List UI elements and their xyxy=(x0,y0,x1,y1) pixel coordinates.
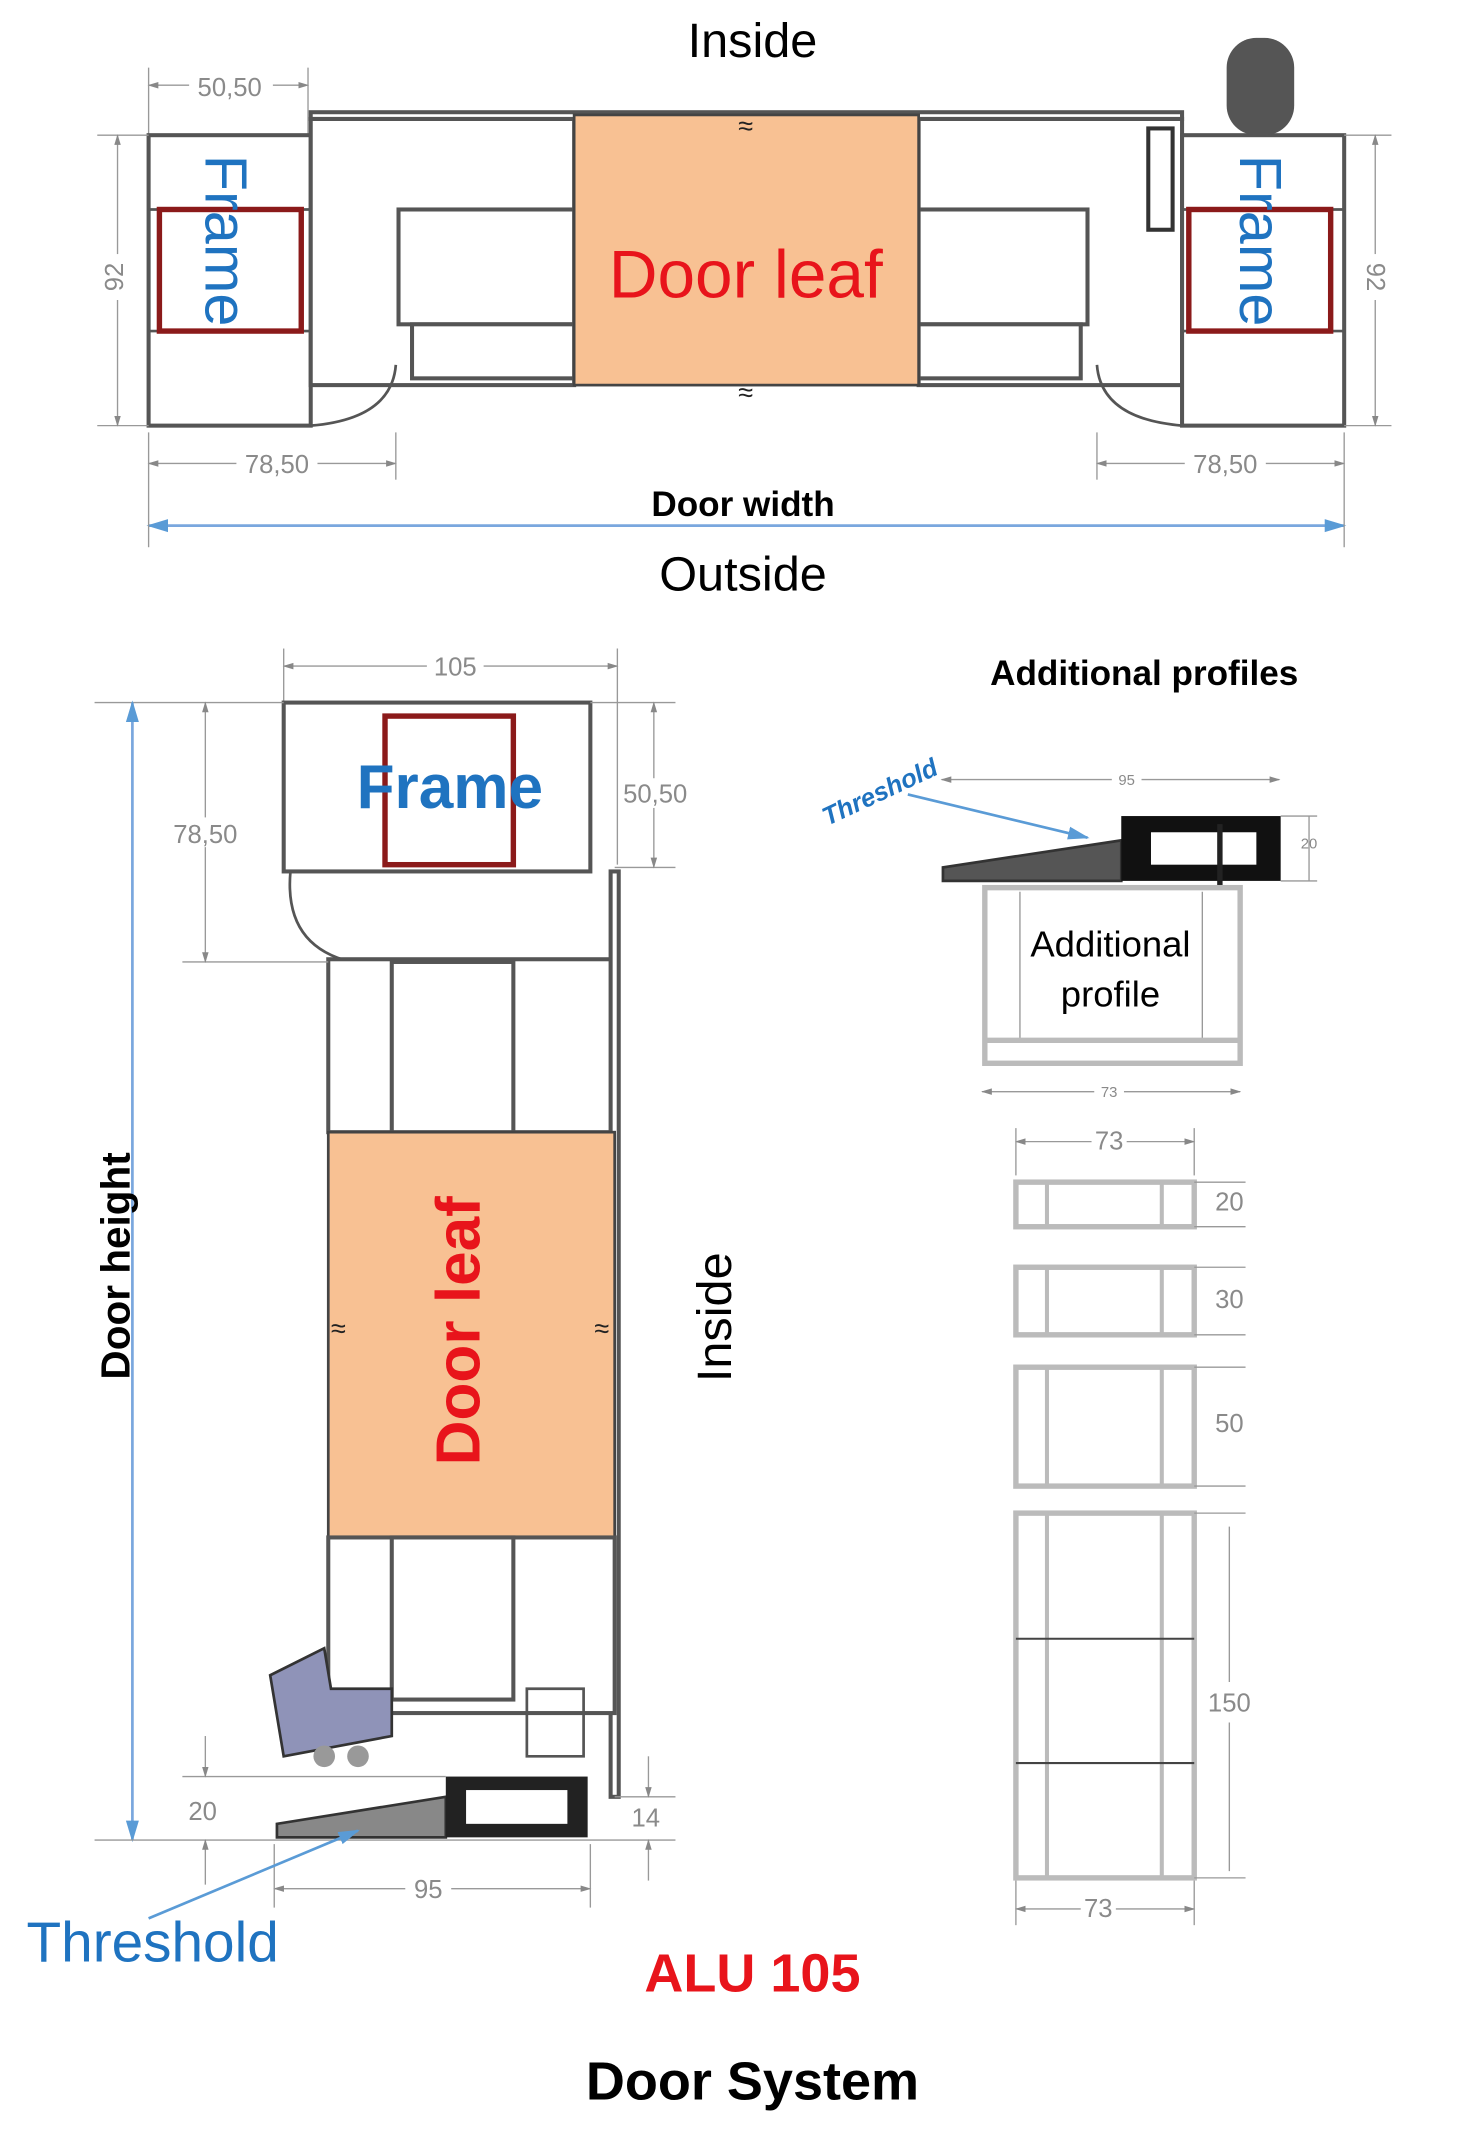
dim-height-left: 92 xyxy=(101,263,129,292)
stack-height-30: 30 xyxy=(1215,1286,1244,1314)
stack-height-50: 50 xyxy=(1215,1410,1244,1438)
svg-text:≈: ≈ xyxy=(738,111,753,141)
stack-dim-bottom: 73 xyxy=(1084,1895,1113,1923)
stack-height-150: 150 xyxy=(1208,1690,1251,1718)
threshold-label: Threshold xyxy=(818,753,943,831)
threshold-label: Threshold xyxy=(27,1912,279,1975)
section-view: 105 ≈ ≈ Frame Door leaf 50,50 78,50 Door… xyxy=(27,648,742,1975)
dim-threshold-width: 95 xyxy=(1118,773,1135,789)
dim-left: 78,50 xyxy=(245,451,309,479)
dim-frame-height: 78,50 xyxy=(173,821,237,849)
door-width-label: Door width xyxy=(651,485,834,524)
svg-text:≈: ≈ xyxy=(594,1314,609,1344)
outside-label: Outside xyxy=(659,547,827,601)
additional-profiles-title: Additional profiles xyxy=(990,654,1298,693)
dim-profile-width: 73 xyxy=(1101,1085,1118,1101)
door-leaf xyxy=(326,1130,617,1539)
frame-label-right: Frame xyxy=(1227,155,1294,327)
stack-dim-top: 73 xyxy=(1095,1128,1124,1156)
additional-profile-label-1: Additional xyxy=(1030,924,1190,965)
profile-20 xyxy=(1013,1179,1197,1230)
dim-top: 105 xyxy=(434,654,477,682)
dim-right: 78,50 xyxy=(1193,451,1257,479)
dim-frame-width: 50,50 xyxy=(198,74,262,102)
stack-height-20: 20 xyxy=(1215,1189,1244,1217)
door-leaf-label: Door leaf xyxy=(425,1196,494,1466)
dim-threshold-height: 20 xyxy=(1301,836,1318,852)
profile-50 xyxy=(1013,1364,1197,1489)
dim-threshold-width: 95 xyxy=(414,1876,443,1904)
dim-gap: 14 xyxy=(631,1805,660,1833)
inside-label: Inside xyxy=(688,1252,742,1382)
door-height-label: Door height xyxy=(93,1152,139,1379)
svg-text:≈: ≈ xyxy=(738,377,753,407)
product-name: ALU 105 xyxy=(644,1943,860,2003)
frame-label: Frame xyxy=(357,753,543,822)
additional-profiles: Additional profiles Threshold 95 20 Addi… xyxy=(818,654,1318,1926)
additional-profile-label-2: profile xyxy=(1061,974,1160,1015)
diagram-title: Door System xyxy=(586,2051,919,2111)
door-closer xyxy=(1226,37,1295,136)
dim-frame: 50,50 xyxy=(623,781,687,809)
profile-150 xyxy=(1013,1510,1197,1881)
door-leaf-label: Door leaf xyxy=(609,237,883,312)
profile-30 xyxy=(1013,1264,1197,1338)
plan-view: Inside 50,50 ≈ ≈ Door leaf Frame Frame 9… xyxy=(97,14,1392,601)
inside-label: Inside xyxy=(688,14,818,68)
door-leaf xyxy=(572,113,920,387)
dim-threshold-height: 20 xyxy=(188,1798,217,1826)
dim-height-right: 92 xyxy=(1361,263,1389,292)
svg-text:≈: ≈ xyxy=(331,1314,346,1344)
frame-label-left: Frame xyxy=(192,155,259,327)
